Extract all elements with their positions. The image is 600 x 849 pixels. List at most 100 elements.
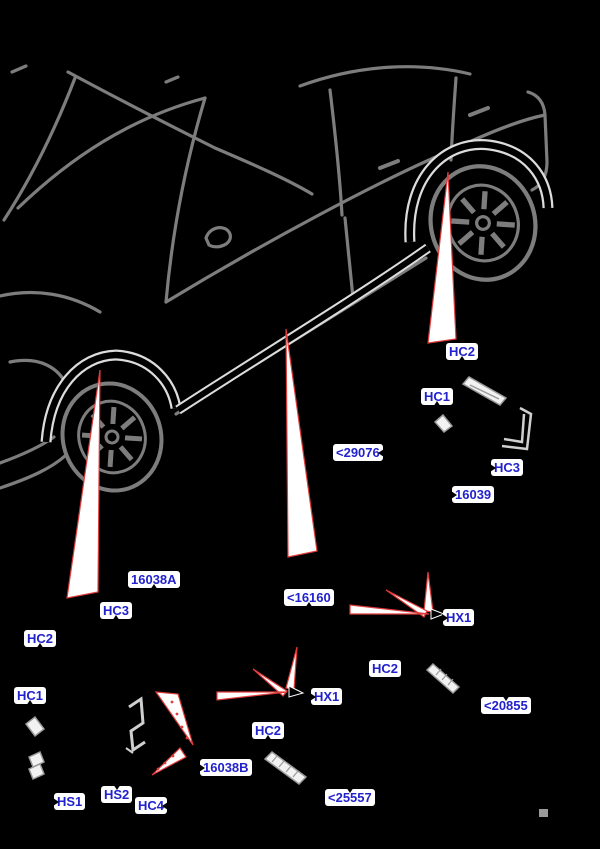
roof-mark-mid [164, 75, 180, 84]
rivet-arrow-cluster-right [349, 571, 446, 620]
leader-arrowhead-icon [490, 463, 496, 472]
callout-16038a[interactable]: 16038A [128, 571, 180, 590]
part-code: HC1 [17, 688, 44, 703]
leader-arrowhead-icon [264, 735, 272, 741]
front-fender-line [0, 290, 102, 314]
front-door-handle [378, 159, 400, 170]
part-code: HC2 [255, 723, 282, 738]
part-code: HC2 [449, 344, 476, 359]
hardware [24, 376, 548, 817]
wheel-arch-moulding-rear [404, 139, 554, 243]
sill-moulding [175, 243, 431, 415]
part-code: <29076 [336, 445, 380, 460]
callout-hc2-lower[interactable]: HC2 [252, 722, 285, 741]
callout-16160[interactable]: <16160 [284, 589, 334, 608]
leader-arrowhead-icon [112, 784, 121, 790]
callout-hc1-left[interactable]: HC1 [14, 687, 47, 706]
leader-arrowhead-icon [288, 685, 305, 698]
callout-hc1-upper[interactable]: HC1 [421, 388, 454, 407]
mirror [204, 226, 232, 249]
retaining-clip-icon [28, 750, 45, 769]
leader-arrowhead-icon [430, 608, 446, 620]
callout-hc3-right[interactable]: HC3 [490, 459, 524, 476]
leader-arrowhead-icon [199, 763, 205, 772]
front-lower-fender [8, 358, 68, 386]
part-code: HC3 [103, 603, 130, 618]
roof-mark-left [10, 64, 28, 74]
retaining-clip-icon [433, 413, 454, 434]
callout-hc2-mid[interactable]: HC2 [369, 660, 402, 677]
door-seam [343, 216, 355, 300]
leader-arrowhead-icon [26, 700, 34, 706]
callout-hx1-right[interactable]: HX1 [442, 609, 475, 626]
leader-wedge-icon [285, 328, 318, 558]
leader-arrowhead-icon [377, 448, 384, 457]
leader-arrowhead-icon [451, 490, 457, 499]
part-code: <20855 [484, 698, 528, 713]
retaining-clip-detail [469, 384, 500, 400]
part-code: HC4 [138, 798, 165, 813]
leader-wedges [66, 171, 457, 599]
leader-arrowhead-icon [149, 584, 158, 590]
callout-hs1[interactable]: HS1 [53, 793, 86, 810]
callout-hc2-upper[interactable]: HC2 [446, 343, 479, 362]
screw-threads [271, 755, 299, 778]
bracket-icon [501, 406, 533, 451]
z-bracket-foot [125, 747, 134, 754]
part-code: 16038A [131, 572, 177, 587]
part-code: HS1 [57, 794, 83, 809]
leader-arrowhead-icon [345, 787, 354, 793]
callout-hc2-left[interactable]: HC2 [24, 630, 57, 649]
small-fastener-icon [539, 809, 548, 817]
leader-arrowhead-icon [501, 695, 510, 701]
hood-seam [66, 70, 314, 196]
part-code: 16039 [455, 487, 492, 502]
part-code: HX1 [446, 610, 472, 625]
part-code: HC2 [372, 661, 399, 676]
leader-wedge-icon [66, 369, 101, 599]
b-pillar [328, 88, 344, 217]
screw-threads [435, 668, 454, 686]
z-bracket-icon [128, 696, 146, 753]
part-code: HC2 [27, 631, 54, 646]
leader-arrowhead-icon [442, 613, 448, 622]
retaining-clip-icon [24, 715, 46, 738]
leader-arrowhead-icon [36, 643, 44, 649]
callout-hc3-left[interactable]: HC3 [100, 602, 133, 621]
leader-arrowhead-icon [458, 356, 466, 362]
callout-hs2[interactable]: HS2 [101, 784, 133, 803]
callout-hc4[interactable]: HC4 [135, 797, 169, 814]
screw-rivet-icon [263, 751, 308, 785]
callout-16038b[interactable]: 16038B [199, 759, 252, 776]
wheel-arch-moulding-front [40, 349, 182, 443]
front-bumper-lower [0, 453, 68, 490]
a-pillar [164, 96, 207, 304]
part-code: <16160 [287, 590, 331, 605]
cowl-line [2, 76, 77, 222]
callout-20855[interactable]: <20855 [481, 695, 531, 714]
part-code: HC3 [494, 460, 521, 475]
front-wheel-icon [60, 381, 164, 493]
beltline [164, 113, 547, 304]
part-code: HC1 [424, 389, 451, 404]
part-code: 16038B [203, 760, 249, 775]
rivet-arrow-cluster-bottom [151, 691, 194, 776]
callout-hx1-left[interactable]: HX1 [310, 688, 343, 705]
part-code: HS2 [104, 787, 130, 802]
part-code: <25557 [328, 790, 372, 805]
leader-arrowhead-icon [53, 797, 59, 806]
part-code: HX1 [314, 689, 340, 704]
callout-25557[interactable]: <25557 [325, 787, 375, 806]
rivet-arrow-cluster-left [216, 646, 305, 701]
rear-wheel-icon [428, 164, 538, 282]
roof-line [298, 65, 472, 88]
callout-16039[interactable]: 16039 [451, 486, 495, 503]
leader-arrowhead-icon [112, 615, 120, 621]
leader-wedge-icon [427, 171, 457, 344]
leader-arrowhead-icon [310, 692, 316, 701]
hood-top-edge [16, 96, 207, 210]
leader-arrowhead-icon [162, 801, 169, 810]
callout-29076[interactable]: <29076 [333, 444, 384, 461]
retaining-clip-icon [28, 762, 45, 781]
